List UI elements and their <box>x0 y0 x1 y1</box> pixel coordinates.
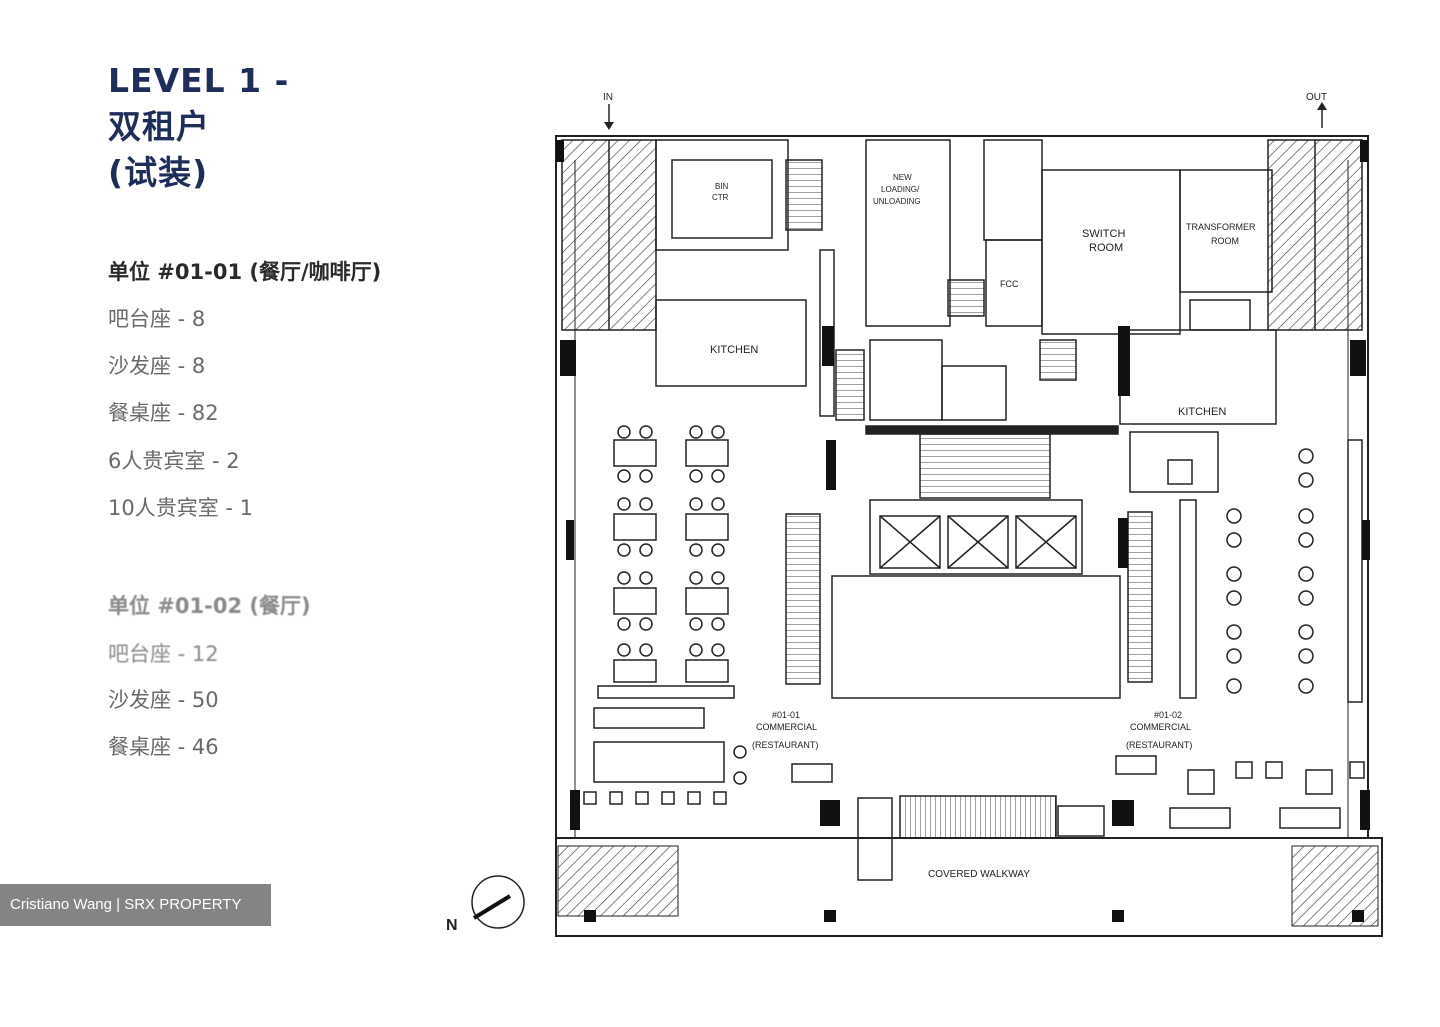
bin-centre-label-2: CTR <box>712 193 729 202</box>
booth-chairs-right <box>1226 448 1314 694</box>
unit-01-02-dining-area <box>791 431 1365 829</box>
kitchen-right-label: KITCHEN <box>1178 406 1226 418</box>
transformer-room-label-2: ROOM <box>1211 236 1239 246</box>
ramp-right <box>1267 139 1363 331</box>
unit-01-01-vip-10: 10人贵宾室 - 1 <box>108 496 254 520</box>
loading-label-2: LOADING/ <box>881 185 920 194</box>
transformer-room-label-1: TRANSFORMER <box>1186 222 1256 232</box>
loading-label-1: NEW <box>893 173 912 182</box>
title-line-fitout: (试装) <box>108 153 209 192</box>
unit-01-01-heading: 单位 #01-01 (餐厅/咖啡厅) <box>108 260 382 284</box>
page-title: LEVEL 1 - 双租户 (试装) <box>108 58 289 196</box>
covered-walkway-label: COVERED WALKWAY <box>928 869 1030 880</box>
in-arrow-icon <box>604 104 614 130</box>
switch-room-label-1: SWITCH <box>1082 228 1125 240</box>
bar-stools-left <box>583 745 747 805</box>
bin-centre-label-1: BIN <box>715 182 729 191</box>
central-core <box>785 425 1153 699</box>
unit-01-02-table-seats: 餐桌座 - 46 <box>108 735 219 759</box>
switch-room-label-2: ROOM <box>1089 242 1123 254</box>
kitchen-left-label: KITCHEN <box>710 344 758 356</box>
unit-01-02-plan-number: #01-02 <box>1154 710 1182 720</box>
unit-01-01-plan-type: COMMERCIAL <box>756 722 817 732</box>
fcc-label: FCC <box>1000 279 1019 289</box>
unit-01-01-vip-6: 6人贵宾室 - 2 <box>108 449 240 473</box>
unit-01-02-sofa-seats: 沙发座 - 50 <box>108 688 219 712</box>
unit-01-01-dining-area <box>583 425 747 805</box>
unit-01-01-plan-number: #01-01 <box>772 710 800 720</box>
north-arrow-icon <box>471 875 525 929</box>
unit-01-02-plan-use: (RESTAURANT) <box>1126 740 1192 750</box>
table-group-left <box>613 439 729 683</box>
walkway-hatch-left <box>557 845 679 917</box>
ramp-left <box>561 139 657 331</box>
title-line-level: LEVEL 1 - <box>108 61 290 100</box>
title-line-tenants: 双租户 <box>108 107 210 146</box>
unit-01-01-plan-use: (RESTAURANT) <box>752 740 818 750</box>
structural-columns <box>556 140 1370 922</box>
out-arrow-icon <box>1317 102 1327 128</box>
unit-01-02-heading: 单位 #01-02 (餐厅) <box>108 594 311 618</box>
entrance-steps <box>857 795 1105 881</box>
unit-01-02-bar-seats: 吧台座 - 12 <box>108 642 219 666</box>
unit-01-01-bar-seats: 吧台座 - 8 <box>108 307 206 331</box>
unit-01-02-plan-type: COMMERCIAL <box>1130 722 1191 732</box>
loading-label-3: UNLOADING <box>873 197 921 206</box>
unit-01-01-table-seats: 餐桌座 - 82 <box>108 401 219 425</box>
service-rooms <box>655 139 1277 425</box>
chairs-left <box>617 425 725 657</box>
north-label: N <box>446 917 458 934</box>
out-label: OUT <box>1306 92 1327 103</box>
unit-01-01-sofa-seats: 沙发座 - 8 <box>108 354 206 378</box>
in-label: IN <box>603 92 613 103</box>
watermark: Cristiano Wang | SRX PROPERTY <box>0 884 271 926</box>
walkway-hatch-right <box>1291 845 1379 927</box>
lounge-seating-right <box>791 755 1365 829</box>
